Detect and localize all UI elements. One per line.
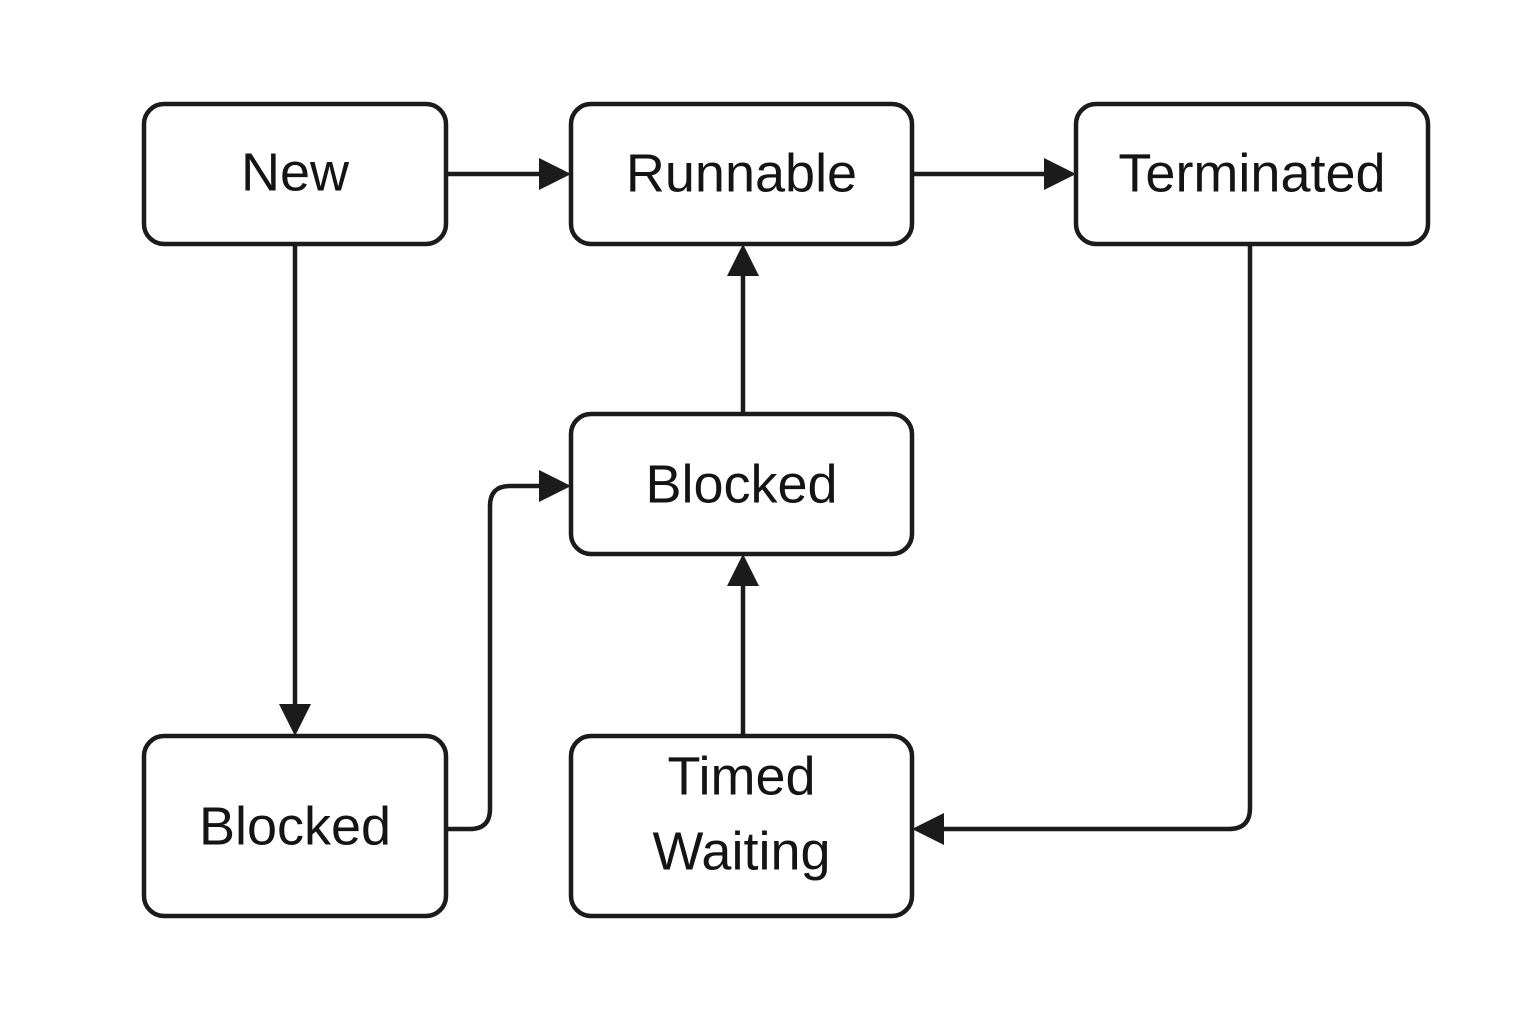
arrow-head-icon bbox=[539, 470, 571, 502]
edge-runnable-to-terminated bbox=[912, 158, 1076, 190]
edge-blocked-center-to-runnable bbox=[727, 244, 759, 414]
state-node-runnable: Runnable bbox=[568, 101, 915, 247]
state-node-blocked-left: Blocked bbox=[141, 733, 449, 919]
arrow-head-icon bbox=[279, 704, 311, 736]
state-box bbox=[568, 411, 915, 557]
state-label: Blocked bbox=[645, 454, 837, 514]
arrow-head-icon bbox=[727, 244, 759, 276]
arrow-head-icon bbox=[912, 813, 944, 845]
arrow-head-icon bbox=[727, 554, 759, 586]
state-box bbox=[568, 101, 915, 247]
edge-terminated-to-timed-waiting bbox=[912, 244, 1253, 845]
edge-line bbox=[944, 244, 1253, 832]
arrow-head-icon bbox=[539, 158, 571, 190]
state-box bbox=[1073, 101, 1431, 247]
arrow-head-icon bbox=[1044, 158, 1076, 190]
edge-line bbox=[446, 483, 540, 832]
edge-blocked-left-to-blocked-center bbox=[446, 470, 571, 832]
state-node-new: New bbox=[141, 101, 449, 247]
state-label: Blocked bbox=[199, 796, 391, 856]
state-label: Waiting bbox=[652, 821, 830, 881]
state-label: Terminated bbox=[1118, 143, 1385, 203]
edge-timed-waiting-to-blocked-center bbox=[727, 554, 759, 736]
state-node-terminated: Terminated bbox=[1073, 101, 1431, 247]
state-label: New bbox=[241, 142, 350, 202]
state-box bbox=[568, 733, 915, 919]
state-box bbox=[141, 101, 449, 247]
edges-layer bbox=[279, 158, 1253, 845]
state-label: Timed bbox=[667, 746, 815, 806]
edge-new-to-runnable bbox=[446, 158, 571, 190]
edge-new-to-blocked-left bbox=[279, 244, 311, 736]
state-label: Runnable bbox=[626, 143, 857, 203]
state-box bbox=[141, 733, 449, 919]
state-node-blocked-center: Blocked bbox=[568, 411, 915, 557]
